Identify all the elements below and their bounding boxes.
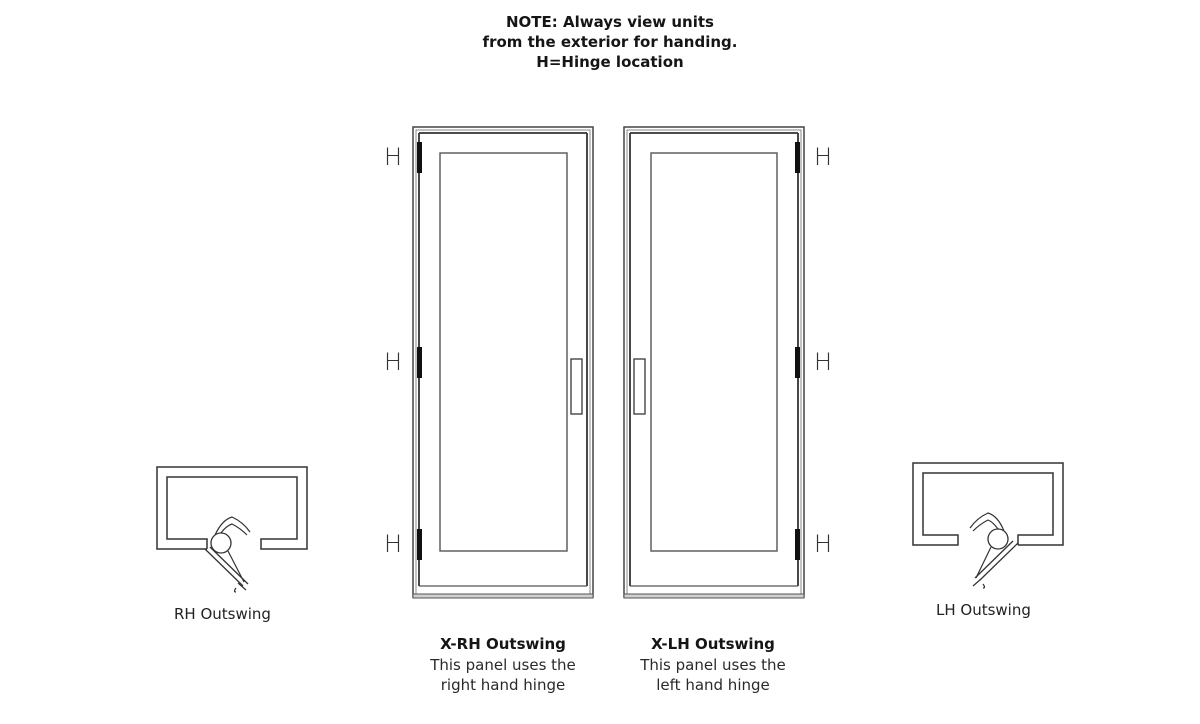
door-caption-xlh: X-LH Outswing This panel uses the left h…	[603, 635, 823, 695]
hinge-marker-right-bottom: H	[814, 530, 833, 558]
hinge-left-top	[417, 142, 422, 173]
hinge-marker-left-bottom: H	[384, 530, 403, 558]
plan-lh-outswing	[912, 462, 1064, 589]
hinge-marker-left-middle: H	[384, 348, 403, 376]
door-left-xrh	[412, 126, 594, 599]
hinge-marker-right-top: H	[814, 143, 833, 171]
plan-rh-outswing	[156, 466, 308, 593]
hinge-left-bottom	[417, 529, 422, 560]
door-caption-xrh: X-RH Outswing This panel uses the right …	[393, 635, 613, 695]
handing-note: NOTE: Always view units from the exterio…	[400, 12, 820, 72]
hinge-marker-left-top: H	[384, 143, 403, 171]
note-line-2: from the exterior for handing.	[482, 33, 738, 51]
hinge-marker-right-middle: H	[814, 348, 833, 376]
door-desc-xlh-line2: left hand hinge	[656, 676, 770, 694]
note-line-1: NOTE: Always view units	[506, 13, 714, 31]
plan-label-lh-outswing: LH Outswing	[936, 601, 1031, 619]
hinge-right-bottom	[795, 529, 800, 560]
door-desc-xrh-line1: This panel uses the	[430, 656, 576, 674]
hinge-left-middle	[417, 347, 422, 378]
door-desc-xrh-line2: right hand hinge	[440, 676, 566, 694]
door-desc-xlh-line1: This panel uses the	[640, 656, 786, 674]
door-title-xrh: X-RH Outswing	[440, 635, 566, 653]
hinge-right-top	[795, 142, 800, 173]
door-right-xlh	[623, 126, 805, 599]
plan-label-rh-outswing: RH Outswing	[174, 605, 271, 623]
door-title-xlh: X-LH Outswing	[651, 635, 775, 653]
hinge-right-middle	[795, 347, 800, 378]
note-line-3: H=Hinge location	[536, 53, 684, 71]
